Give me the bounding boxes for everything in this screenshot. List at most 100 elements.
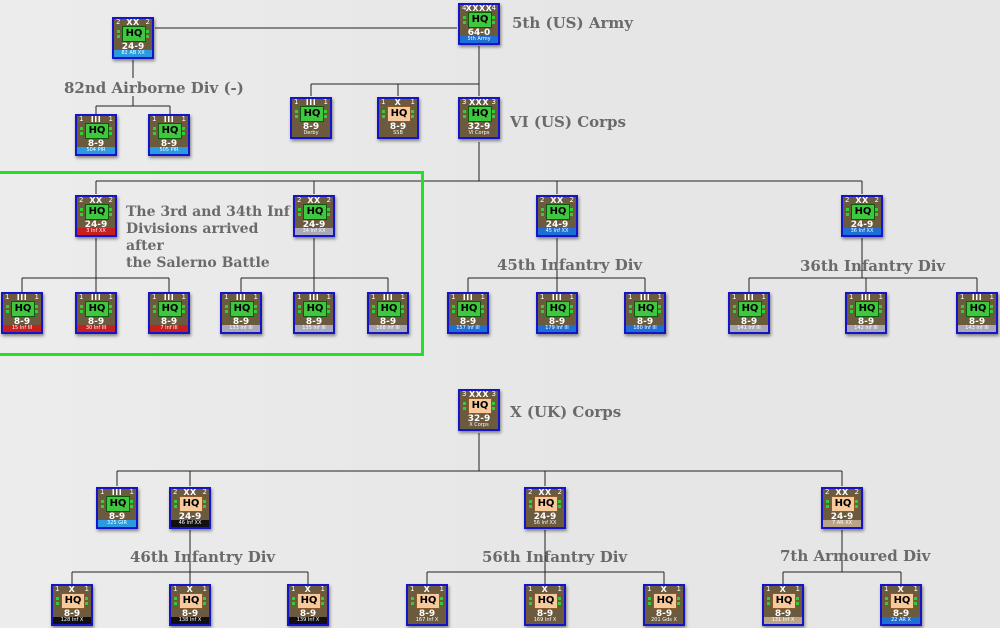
hq-box: HQ <box>85 123 109 139</box>
hq-box: HQ <box>468 398 492 414</box>
unit-strength: 8-9 <box>857 317 875 327</box>
unit-strength: 8-9 <box>892 609 910 619</box>
unit-size-symbol: III <box>90 293 102 302</box>
unit-corner-value: 1 <box>253 293 258 301</box>
hq-box: HQ <box>11 301 35 317</box>
unit-corner-value: 1 <box>152 115 157 123</box>
unit-corner-value: 1 <box>34 293 39 301</box>
pip-icon <box>327 305 330 308</box>
unit-strength: 8-9 <box>636 317 654 327</box>
pip-icon <box>411 602 414 605</box>
arrival-note-line: Divisions arrived after <box>126 221 259 254</box>
unit-size-symbol: III <box>462 293 474 302</box>
pip-icon <box>961 310 964 313</box>
unit-size-symbol: III <box>971 293 983 302</box>
pip-icon <box>846 213 849 216</box>
hq-box: HQ <box>546 301 570 317</box>
hq-box: HQ <box>534 496 558 512</box>
hq-box: HQ <box>831 496 855 512</box>
unit-size-symbol: XX <box>835 488 849 497</box>
unit-name: 15 Inf III <box>3 325 41 332</box>
unit-name: SSB <box>393 130 403 136</box>
unit-size-symbol: III <box>860 293 872 302</box>
unit-strength: 8-9 <box>740 317 758 327</box>
unit-name: Derby <box>303 130 319 136</box>
pip-icon <box>850 310 853 313</box>
hq-box: HQ <box>890 593 914 609</box>
unit-size-symbol: X <box>423 585 431 594</box>
unit-corner-value: 3 <box>491 98 496 106</box>
unit-corner-value: 1 <box>878 293 883 301</box>
unit-corner-value: 1 <box>451 293 456 301</box>
unit-strength: 8-9 <box>160 317 178 327</box>
pip-icon <box>321 597 324 600</box>
pip-icon <box>826 500 829 503</box>
hq-box: HQ <box>468 12 492 28</box>
unit-strength: 24-9 <box>178 512 202 522</box>
unit-name: 141 Inf III <box>730 325 768 332</box>
pip-icon <box>80 310 83 313</box>
pip-icon <box>826 505 829 508</box>
unit-size-symbol: III <box>90 115 102 124</box>
unit-corner-value: 1 <box>528 585 533 593</box>
unit-corner-value: 2 <box>845 196 850 204</box>
unit-corner-value: 1 <box>439 585 444 593</box>
pip-icon <box>182 127 185 130</box>
unit-corner-value: 2 <box>569 196 574 204</box>
unit-name: 45 Inf XX <box>538 228 576 235</box>
unit-corner-value: 1 <box>152 293 157 301</box>
pip-icon <box>990 310 993 313</box>
unit-strength: 8-9 <box>302 122 320 132</box>
pip-icon <box>80 132 83 135</box>
pip-icon <box>130 505 133 508</box>
pip-icon <box>492 115 495 118</box>
unit-size-symbol: XX <box>855 196 869 205</box>
arrival-note-line: the Salerno Battle <box>126 255 270 271</box>
unit-corner-value: 1 <box>291 585 296 593</box>
pip-icon <box>961 305 964 308</box>
unit-corner-value: 2 <box>145 18 150 26</box>
pip-icon <box>6 310 9 313</box>
unit-strength: 8-9 <box>418 609 436 619</box>
unit-corner-value: 1 <box>320 585 325 593</box>
unit-strength: 8-9 <box>13 317 31 327</box>
pip-icon <box>463 115 466 118</box>
